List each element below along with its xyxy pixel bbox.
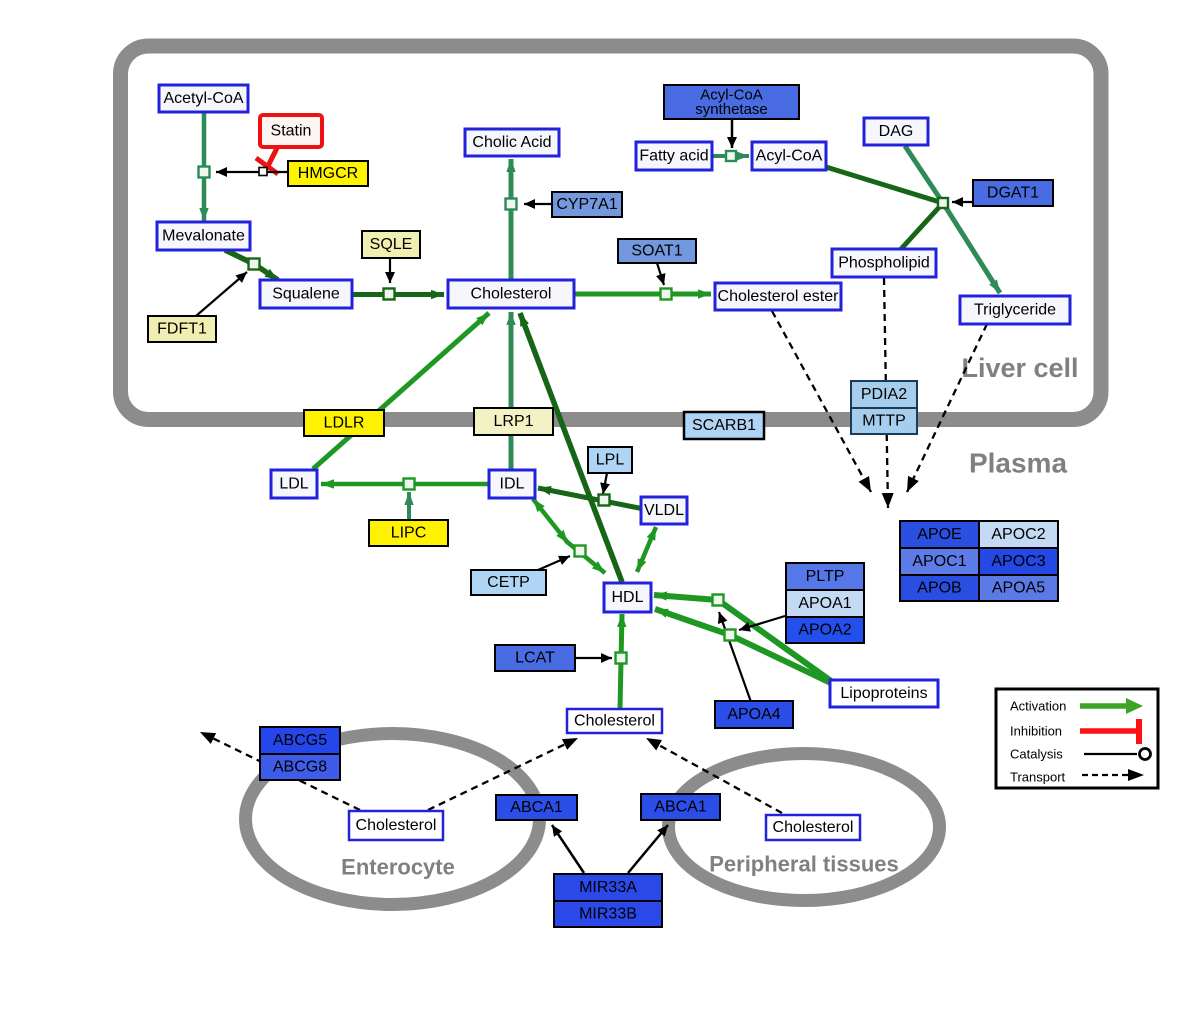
svg-text:DAG: DAG xyxy=(879,123,914,140)
svg-text:ABCA1: ABCA1 xyxy=(654,799,707,816)
svg-text:FDFT1: FDFT1 xyxy=(157,321,207,338)
svg-text:Cholesterol: Cholesterol xyxy=(356,817,437,834)
svg-text:Phospholipid: Phospholipid xyxy=(838,255,930,272)
svg-text:Fatty acid: Fatty acid xyxy=(639,148,708,165)
svg-text:SOAT1: SOAT1 xyxy=(631,243,682,260)
svg-text:APOE: APOE xyxy=(917,526,961,543)
svg-text:Cholesterol ester: Cholesterol ester xyxy=(718,288,840,305)
svg-text:Catalysis: Catalysis xyxy=(1010,747,1063,762)
svg-text:Cholesterol: Cholesterol xyxy=(471,286,552,303)
svg-text:Mevalonate: Mevalonate xyxy=(162,228,245,245)
svg-text:Liver cell: Liver cell xyxy=(961,353,1078,383)
svg-text:APOC1: APOC1 xyxy=(912,553,966,570)
svg-text:MTTP: MTTP xyxy=(862,413,906,430)
svg-text:HMGCR: HMGCR xyxy=(298,165,358,182)
svg-text:DGAT1: DGAT1 xyxy=(987,185,1039,202)
svg-text:Squalene: Squalene xyxy=(272,286,340,303)
svg-text:PLTP: PLTP xyxy=(806,568,845,585)
svg-text:Enterocyte: Enterocyte xyxy=(341,855,455,880)
svg-text:PDIA2: PDIA2 xyxy=(861,386,907,403)
svg-text:Acetyl-CoA: Acetyl-CoA xyxy=(163,90,243,107)
svg-text:LIPC: LIPC xyxy=(391,525,427,542)
svg-text:LPL: LPL xyxy=(596,452,625,469)
svg-text:Transport: Transport xyxy=(1010,770,1066,785)
svg-text:Triglyceride: Triglyceride xyxy=(974,302,1056,319)
svg-text:Lipoproteins: Lipoproteins xyxy=(840,685,927,702)
svg-text:synthetase: synthetase xyxy=(695,101,768,118)
svg-text:APOC2: APOC2 xyxy=(991,526,1045,543)
svg-text:MIR33A: MIR33A xyxy=(579,879,637,896)
svg-text:Activation: Activation xyxy=(1010,699,1066,714)
svg-text:Inhibition: Inhibition xyxy=(1010,724,1062,739)
svg-text:IDL: IDL xyxy=(500,476,525,493)
svg-text:CYP7A1: CYP7A1 xyxy=(556,196,617,213)
svg-text:SQLE: SQLE xyxy=(370,236,413,253)
svg-text:Plasma: Plasma xyxy=(969,448,1067,479)
svg-text:LDLR: LDLR xyxy=(324,415,365,432)
svg-text:Acyl-CoA: Acyl-CoA xyxy=(700,87,763,104)
svg-text:MIR33B: MIR33B xyxy=(579,906,637,923)
svg-text:Cholesterol: Cholesterol xyxy=(574,713,655,730)
svg-text:SCARB1: SCARB1 xyxy=(692,417,756,434)
svg-text:CETP: CETP xyxy=(487,574,530,591)
svg-text:APOA2: APOA2 xyxy=(798,622,851,639)
svg-text:APOB: APOB xyxy=(917,580,961,597)
svg-text:LCAT: LCAT xyxy=(515,650,555,667)
svg-text:APOC3: APOC3 xyxy=(991,553,1045,570)
svg-text:APOA1: APOA1 xyxy=(798,595,851,612)
svg-text:Peripheral tissues: Peripheral tissues xyxy=(709,852,899,877)
svg-text:LDL: LDL xyxy=(279,476,308,493)
svg-text:Statin: Statin xyxy=(271,123,312,140)
svg-text:HDL: HDL xyxy=(611,589,643,606)
svg-text:LRP1: LRP1 xyxy=(493,413,533,430)
svg-text:ABCG5: ABCG5 xyxy=(273,732,327,749)
svg-text:ABCG8: ABCG8 xyxy=(273,759,327,776)
svg-text:APOA4: APOA4 xyxy=(727,706,780,723)
svg-text:VLDL: VLDL xyxy=(644,502,684,519)
svg-text:APOA5: APOA5 xyxy=(992,580,1045,597)
svg-text:Cholic Acid: Cholic Acid xyxy=(472,134,551,151)
svg-text:ABCA1: ABCA1 xyxy=(510,799,563,816)
svg-text:Acyl-CoA: Acyl-CoA xyxy=(756,148,823,165)
svg-text:Cholesterol: Cholesterol xyxy=(773,819,854,836)
